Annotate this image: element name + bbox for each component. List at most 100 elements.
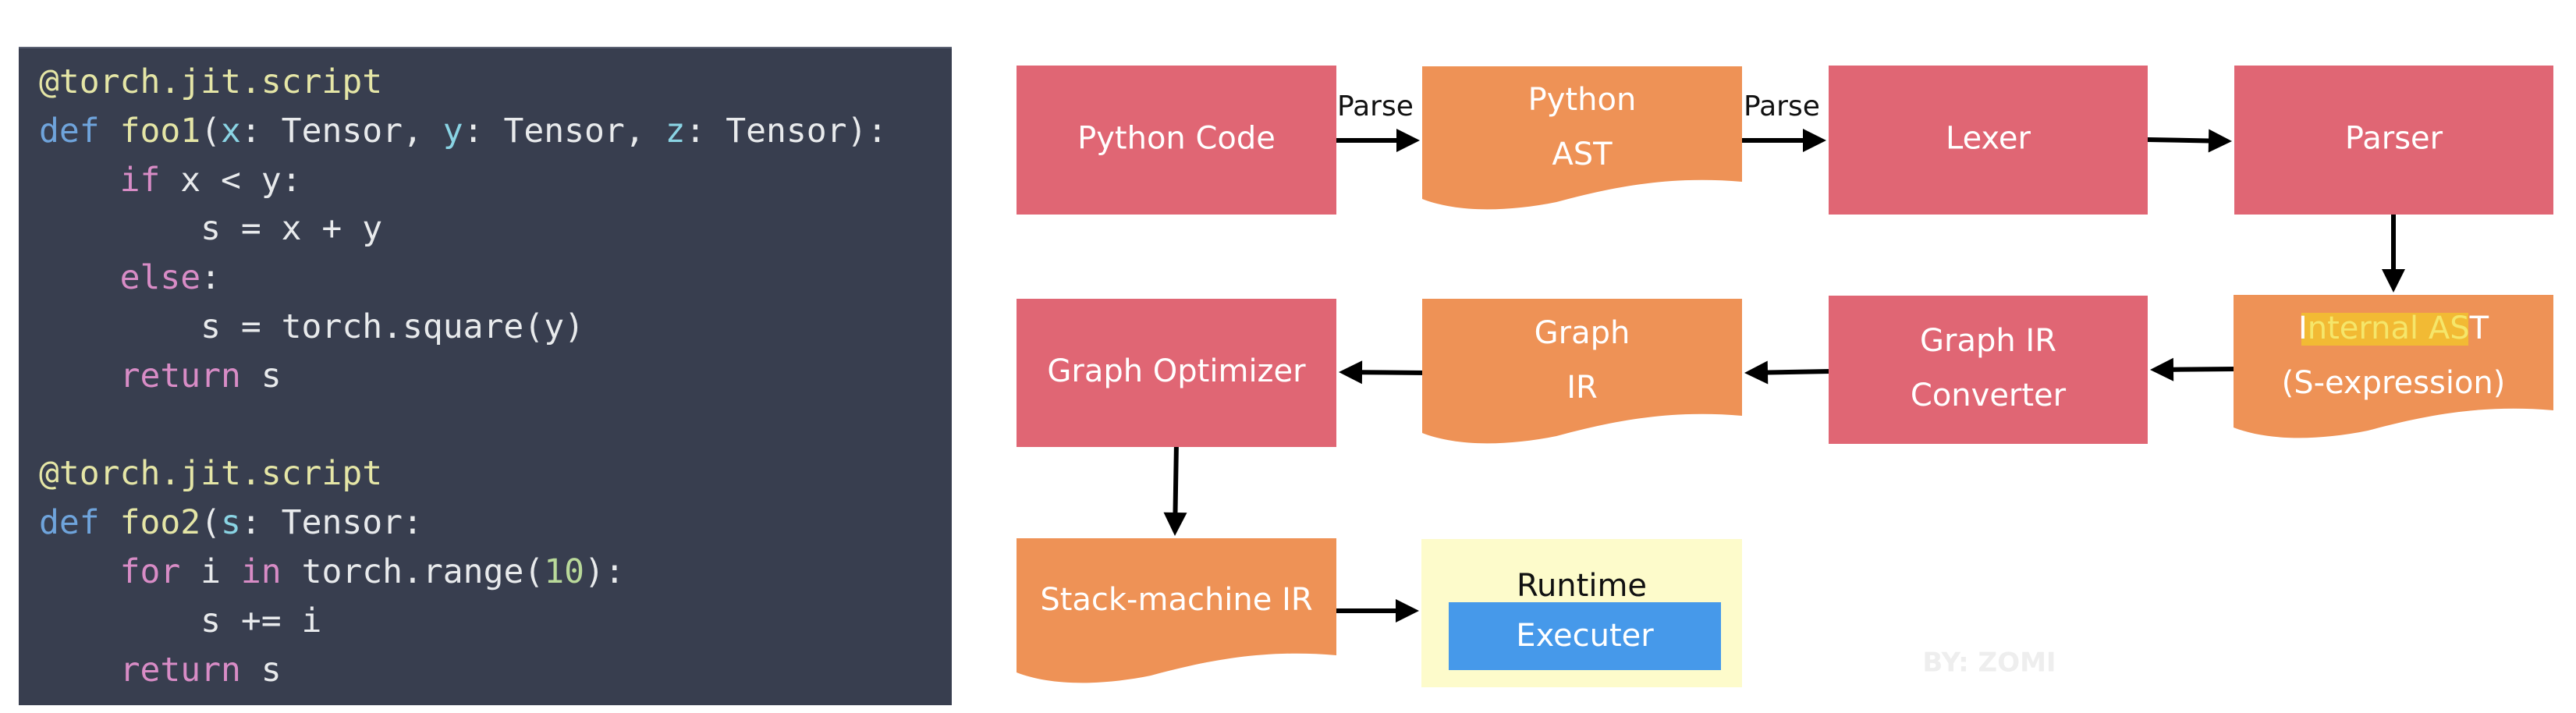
edge-label: Parse xyxy=(1744,90,1820,122)
node-label-line: Python xyxy=(1528,82,1637,118)
code-token-plain: i xyxy=(180,552,241,591)
node-label-line: Lexer xyxy=(1946,121,2031,157)
data-document-shape xyxy=(1017,538,1336,683)
code-token-plain: s xyxy=(240,356,282,396)
executer-label: Executer xyxy=(1516,618,1654,654)
arrowhead-icon xyxy=(2208,129,2232,153)
runtime-title: Runtime xyxy=(1517,568,1647,604)
code-line: return s xyxy=(39,646,282,695)
edge-graph-optimizer-to-stack-machine-ir xyxy=(1173,439,1179,516)
code-token-param: z xyxy=(665,111,686,151)
node-label-line: Graph Optimizer xyxy=(1047,353,1306,389)
code-token-ctrl: else xyxy=(119,258,201,298)
process-box xyxy=(1017,299,1336,447)
code-line: def foo2(s: Tensor: xyxy=(39,498,423,548)
code-line: for i in torch.range(10): xyxy=(39,548,625,597)
code-line: def foo1(x: Tensor, y: Tensor, z: Tensor… xyxy=(39,107,887,156)
edge-label: Parse xyxy=(1337,90,1414,122)
code-line: if x < y: xyxy=(39,156,302,205)
code-token-ctrl: for xyxy=(119,552,181,591)
code-token-plain: : xyxy=(200,258,222,298)
node-internal-ast: Internal AST (S-expression) xyxy=(2234,295,2553,438)
code-token-ctrl: return xyxy=(119,356,241,396)
node-graph-ir-converter: Graph IR Converter xyxy=(1829,296,2148,444)
code-token-plain: s += i xyxy=(39,601,322,640)
code-token-plain: ): xyxy=(584,552,625,591)
arrowhead-icon xyxy=(1163,512,1187,536)
code-token-param: s xyxy=(221,503,241,543)
arrowhead-icon xyxy=(1396,129,1420,152)
node-label-line: Converter xyxy=(1911,378,2067,413)
code-token-ctrl: if xyxy=(119,160,161,200)
code-token-param: x xyxy=(221,111,241,151)
code-line: @torch.jit.script xyxy=(39,58,382,107)
arrowhead-icon xyxy=(1396,599,1419,623)
code-token-plain: : Tensor): xyxy=(685,111,888,151)
code-line: s = torch.square(y) xyxy=(39,303,584,352)
code-token-kw: def xyxy=(39,111,100,151)
node-parser: Parser xyxy=(2234,66,2553,215)
edge-graph-ir-converter-to-graph-ir xyxy=(1765,369,1833,375)
highlighted-text: nternal AS xyxy=(2308,310,2470,346)
code-token-plain: ( xyxy=(200,503,222,543)
edges-layer: Parse Parse xyxy=(1163,90,2405,623)
edge-graph-ir-to-graph-optimizer xyxy=(1359,370,1430,375)
code-token-plain: torch.range( xyxy=(281,552,545,591)
arrowhead-icon xyxy=(1803,129,1826,152)
executer-box xyxy=(1449,602,1721,670)
code-token-plain: : Tensor: xyxy=(240,503,423,543)
arrowhead-icon xyxy=(2382,269,2405,293)
process-box xyxy=(1829,296,2148,444)
code-token-kw: def xyxy=(39,503,100,543)
watermark: BY: ZOMI xyxy=(1922,647,2056,679)
code-token-num: 10 xyxy=(544,552,585,591)
process-box xyxy=(1017,66,1336,215)
node-label-line: AST xyxy=(1552,137,1613,172)
arrowhead-icon xyxy=(1744,360,1769,385)
data-document-shape xyxy=(1422,299,1742,444)
node-label-line: (S-expression) xyxy=(2282,365,2506,401)
code-token-plain: ( xyxy=(200,111,222,151)
code-token-dec: @torch.jit.script xyxy=(39,454,383,494)
code-token-plain: : Tensor, xyxy=(240,111,443,151)
code-token-fn: foo1 xyxy=(119,111,201,151)
code-token-plain: : Tensor, xyxy=(463,111,665,151)
process-box xyxy=(2234,66,2553,215)
node-graph-optimizer: Graph Optimizer xyxy=(1017,299,1336,447)
data-document-shape xyxy=(1422,66,1742,210)
code-line: @torch.jit.script xyxy=(39,449,382,498)
arrowhead-icon xyxy=(2150,357,2174,381)
code-line: s = x + y xyxy=(39,204,382,254)
process-box xyxy=(1829,66,2148,215)
code-token-plain: x < y: xyxy=(160,160,302,200)
code-token-plain: s = torch.square(y) xyxy=(39,307,584,346)
arrowhead-icon xyxy=(1339,360,1363,385)
code-token-ctrl: in xyxy=(240,552,282,591)
node-label-line: Stack-machine IR xyxy=(1040,582,1312,618)
edge-internal-ast-to-graph-ir-converter xyxy=(2170,367,2238,372)
code-token-ctrl: return xyxy=(119,650,241,690)
text-highlight xyxy=(2301,313,2468,346)
code-token-fn: foo2 xyxy=(119,503,201,543)
code-token-dec: @torch.jit.script xyxy=(39,62,383,101)
code-line: else: xyxy=(39,254,221,303)
node-label-line: Python Code xyxy=(1077,121,1276,157)
node-stack-machine-ir: Stack-machine IR xyxy=(1017,538,1336,683)
node-label-line: Parser xyxy=(2345,121,2443,157)
node-python-code: Python Code xyxy=(1017,66,1336,215)
code-token-plain: s = x + y xyxy=(39,209,383,249)
code-line: return s xyxy=(39,352,282,401)
node-lexer: Lexer xyxy=(1829,66,2148,215)
code-token-plain: s xyxy=(240,650,282,690)
node-label-line: IR xyxy=(1567,370,1598,406)
node-label-line: Internal AST xyxy=(2298,310,2489,346)
code-token-param: y xyxy=(442,111,463,151)
node-label-line: Graph xyxy=(1535,315,1630,351)
node-label-line: Graph IR xyxy=(1920,323,2056,359)
code-line: s += i xyxy=(39,597,321,646)
